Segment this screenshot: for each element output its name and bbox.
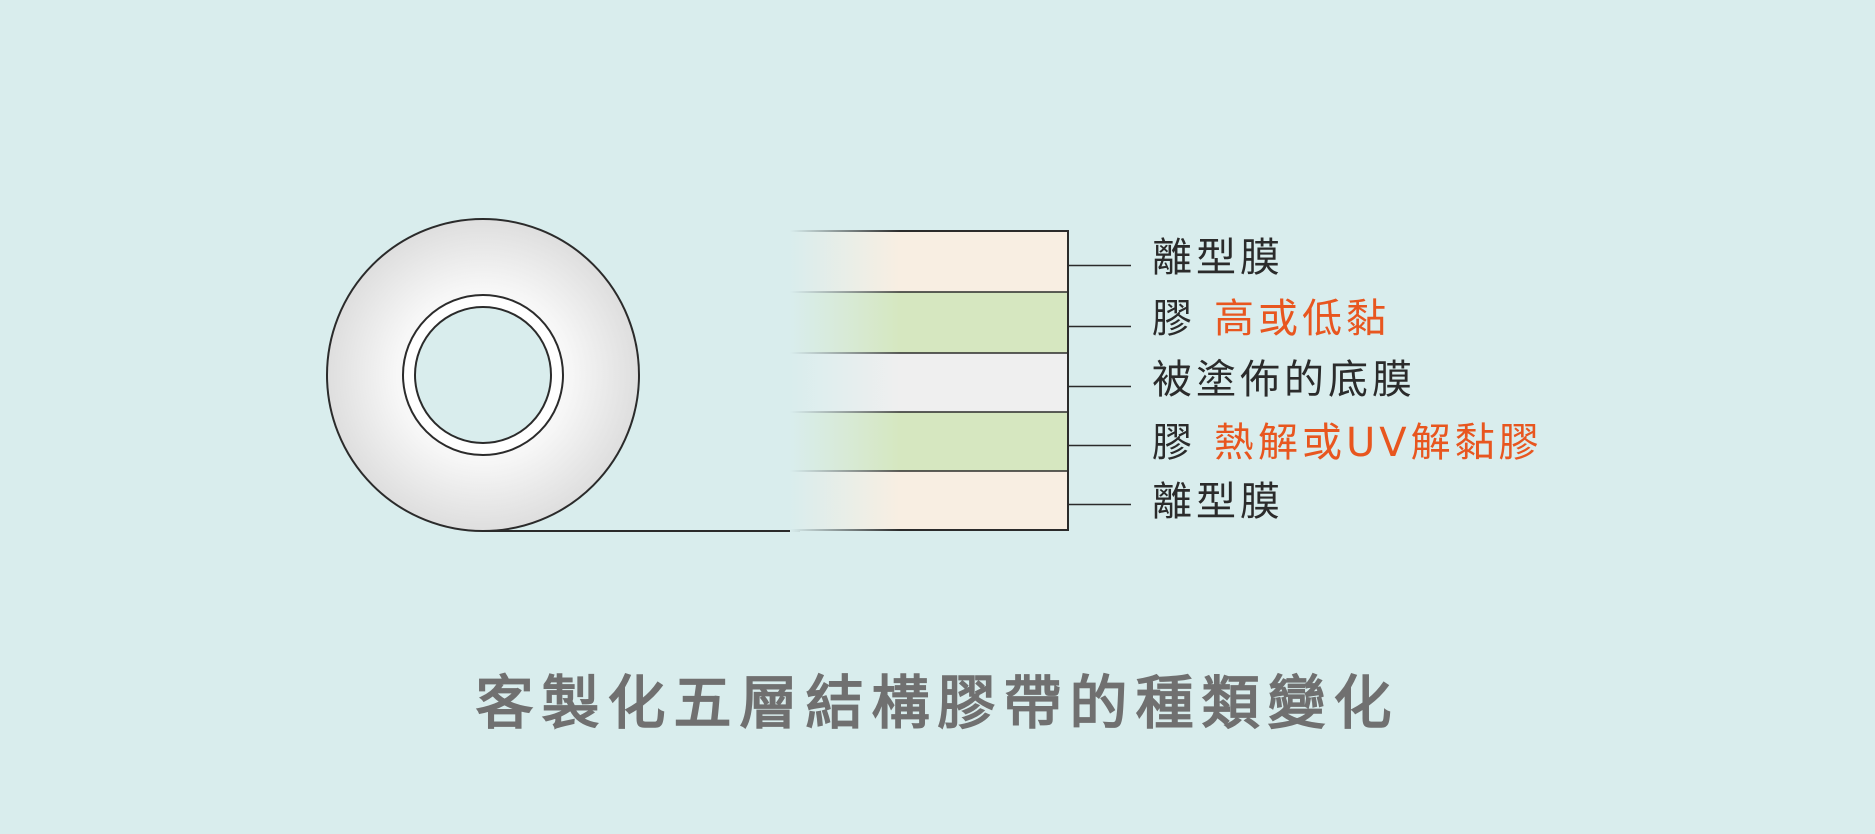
layer-label-text: 高或低黏: [1214, 296, 1390, 342]
roll-core-hole: [414, 306, 552, 444]
layer-label-5: 離型膜: [1152, 478, 1284, 526]
tape-roll: [326, 218, 640, 532]
layer-label-1: 離型膜: [1152, 234, 1284, 282]
layer-label-2: 膠高或低黏: [1152, 295, 1390, 343]
layer-label-4: 膠熱解或UV解黏膠: [1152, 419, 1543, 467]
leader-lines: [1068, 264, 1131, 506]
stack-fade: [790, 200, 900, 532]
stack-outline: [790, 230, 1069, 531]
layer-label-prefix: 膠: [1152, 420, 1196, 466]
layer-label-3: 被塗佈的底膜: [1152, 356, 1416, 404]
layer-label-text: 離型膜: [1152, 235, 1284, 281]
layer-label-text: 被塗佈的底膜: [1152, 357, 1416, 403]
layer-label-prefix: 膠: [1152, 296, 1196, 342]
layer-label-text: 離型膜: [1152, 479, 1284, 525]
diagram-caption: 客製化五層結構膠帶的種類變化: [475, 669, 1400, 737]
layer-label-text: 熱解或UV解黏膠: [1214, 420, 1543, 466]
